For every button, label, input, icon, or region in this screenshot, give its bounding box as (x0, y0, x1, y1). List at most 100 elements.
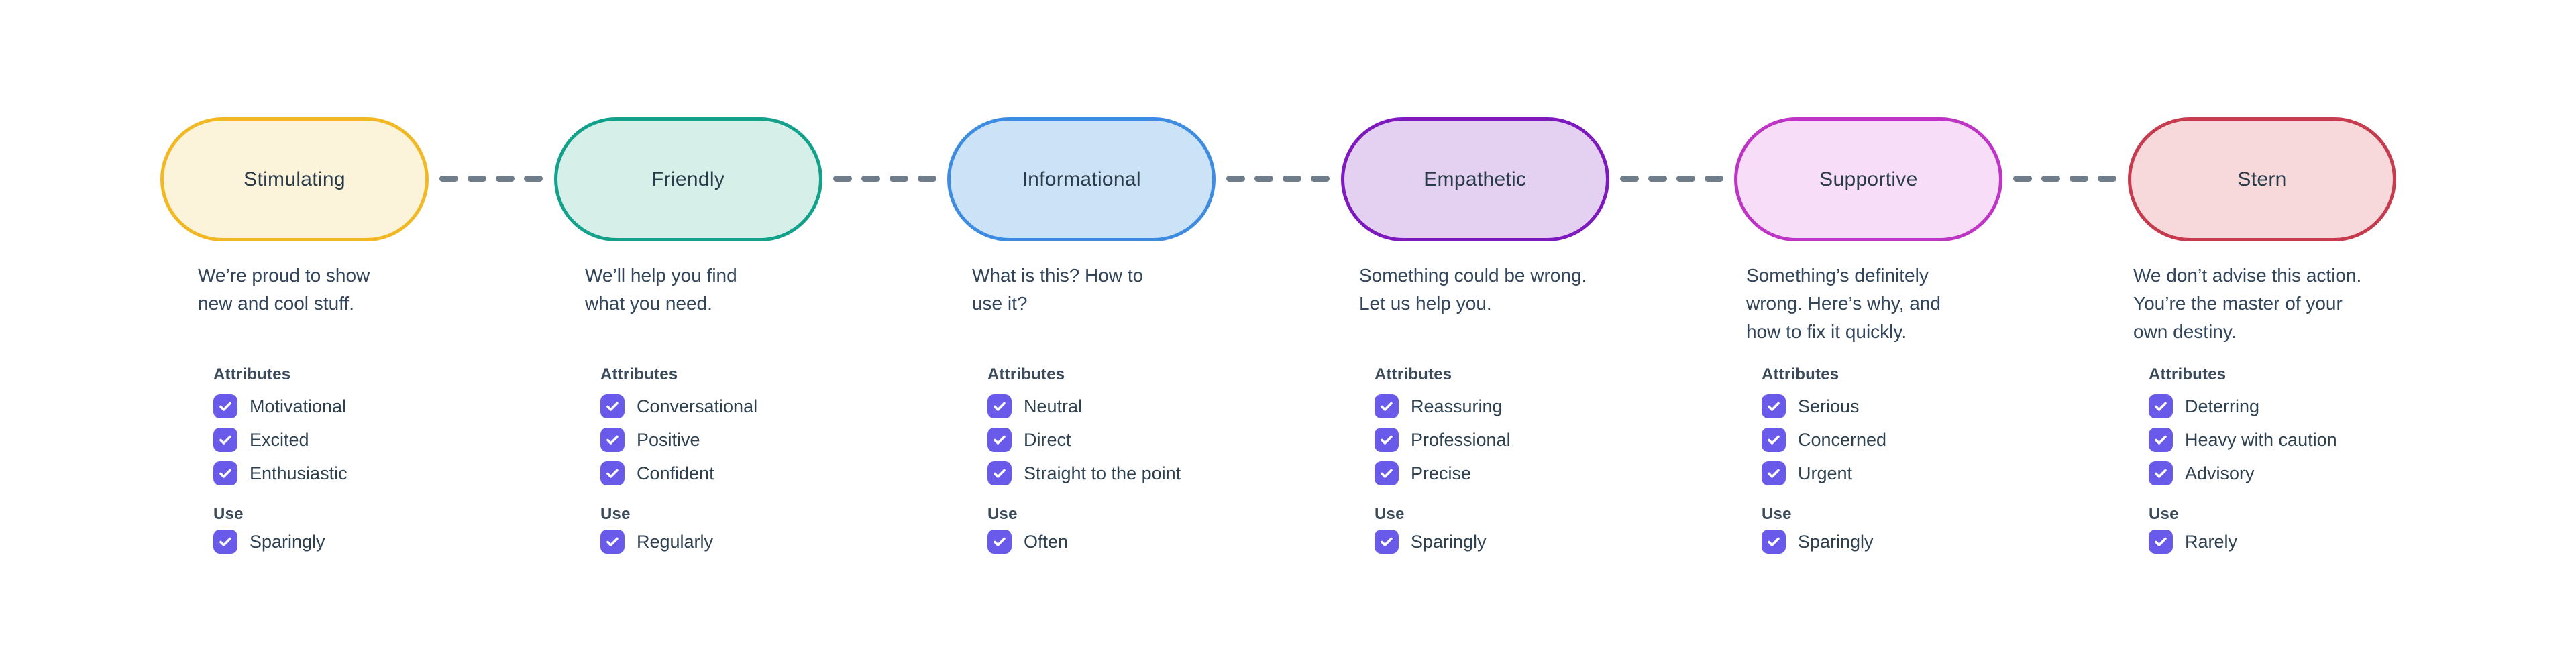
use-heading: Use (600, 505, 631, 523)
checkmark-icon (219, 469, 231, 478)
checkmark-icon (994, 435, 1006, 445)
checkmark-icon (2155, 435, 2167, 445)
attribute-label: Neutral (1023, 396, 1083, 416)
attribute-checkbox[interactable] (600, 394, 625, 418)
checkmark-icon (1768, 402, 1780, 411)
attribute-checkbox[interactable] (600, 428, 625, 452)
use-label: Regularly (636, 531, 714, 552)
tone-pill: Friendly (553, 117, 822, 241)
use-heading: Use (2149, 505, 2179, 523)
checkmark-icon (1768, 537, 1780, 546)
use-checkbox[interactable] (213, 530, 237, 554)
connector-dash (496, 176, 515, 182)
use-row: Sparingly (213, 530, 325, 554)
checkmark-icon (219, 537, 231, 546)
attribute-checkbox[interactable] (1761, 428, 1786, 452)
attribute-checkbox[interactable] (213, 394, 237, 418)
attributes-heading: Attributes (1761, 365, 1839, 384)
attribute-checkbox[interactable] (2149, 428, 2173, 452)
use-label: Sparingly (1410, 531, 1487, 552)
checkmark-icon (219, 435, 231, 445)
attribute-checkbox[interactable] (987, 461, 1012, 485)
use-checkbox[interactable] (1374, 530, 1399, 554)
tone-connector (833, 176, 936, 182)
tone-pill-label: Informational (1022, 168, 1141, 190)
attributes-heading: Attributes (2149, 365, 2226, 384)
attribute-row: Motivational (213, 394, 347, 418)
use-checkbox[interactable] (2149, 530, 2173, 554)
attribute-checkbox[interactable] (1374, 461, 1399, 485)
checkmark-icon (2155, 402, 2167, 411)
connector-dash (833, 176, 852, 182)
attribute-checkbox[interactable] (213, 461, 237, 485)
attribute-checkbox[interactable] (1761, 461, 1786, 485)
tone-column: Empathetic Something could be wrong. Let… (1340, 0, 1623, 649)
attributes-section: Attributes Reassuring Professional (1374, 365, 1511, 485)
checkmark-icon (606, 435, 619, 445)
tone-pill: Informational (947, 117, 1216, 241)
use-checkbox[interactable] (1761, 530, 1786, 554)
use-section: Use Rarely (2149, 505, 2237, 554)
use-section: Use Sparingly (1374, 505, 1487, 554)
attribute-label: Concerned (1797, 429, 1887, 450)
attribute-label: Reassuring (1410, 396, 1503, 416)
connector-dash (524, 176, 543, 182)
attributes-section: Attributes Neutral Direct (987, 365, 1181, 485)
checkmark-icon (606, 402, 619, 411)
attribute-row: Positive (600, 428, 757, 452)
attribute-row: Direct (987, 428, 1181, 452)
checkmark-icon (1381, 435, 1393, 445)
checkmark-icon (219, 402, 231, 411)
checkmark-icon (606, 469, 619, 478)
attribute-checkbox[interactable] (987, 394, 1012, 418)
tone-column: Friendly We’ll help you find what you ne… (553, 0, 836, 649)
attribute-row: Deterring (2149, 394, 2337, 418)
attribute-checkbox[interactable] (1374, 394, 1399, 418)
checkmark-icon (1381, 469, 1393, 478)
use-checkbox[interactable] (600, 530, 625, 554)
tone-description: What is this? How to use it? (971, 265, 1144, 314)
tone-description: Something could be wrong. Let us help yo… (1358, 265, 1587, 314)
connector-dash (1254, 176, 1274, 182)
attributes-section: Attributes Serious Concerned (1761, 365, 1887, 485)
attribute-row: Reassuring (1374, 394, 1511, 418)
tone-connector (1226, 176, 1330, 182)
attribute-row: Excited (213, 428, 347, 452)
attribute-checkbox[interactable] (600, 461, 625, 485)
attribute-checkbox[interactable] (1761, 394, 1786, 418)
attribute-row: Enthusiastic (213, 461, 347, 485)
attributes-section: Attributes Deterring Heavy with caution (2149, 365, 2337, 485)
attribute-checkbox[interactable] (987, 428, 1012, 452)
attributes-heading: Attributes (1374, 365, 1452, 384)
tone-pill-label: Empathetic (1424, 168, 1527, 190)
attribute-row: Professional (1374, 428, 1511, 452)
attribute-checkbox[interactable] (2149, 461, 2173, 485)
use-section: Use Sparingly (1761, 505, 1874, 554)
attribute-label: Conversational (636, 396, 758, 416)
attribute-checkbox[interactable] (2149, 394, 2173, 418)
connector-dash (861, 176, 880, 182)
attribute-row: Urgent (1761, 461, 1886, 485)
tone-pill: Stimulating (160, 117, 429, 241)
connector-dash (2098, 176, 2117, 182)
use-row: Rarely (2149, 530, 2237, 554)
connector-dash (1226, 176, 1246, 182)
tone-pill-label: Stern (2237, 168, 2287, 190)
tone-pill: Empathetic (1340, 117, 1609, 241)
checkmark-icon (1768, 435, 1780, 445)
attribute-checkbox[interactable] (1374, 428, 1399, 452)
use-checkbox[interactable] (987, 530, 1012, 554)
attribute-checkbox[interactable] (213, 428, 237, 452)
use-heading: Use (213, 505, 244, 523)
tone-connector (1619, 176, 1723, 182)
use-section: Use Often (987, 505, 1068, 554)
attribute-row: Confident (600, 461, 757, 485)
attribute-row: Heavy with caution (2149, 428, 2337, 452)
connector-dash (1311, 176, 1330, 182)
use-label: Often (1023, 531, 1069, 552)
checkmark-icon (2155, 469, 2167, 478)
attribute-label: Professional (1410, 429, 1511, 450)
attribute-row: Straight to the point (987, 461, 1181, 485)
connector-dash (2041, 176, 2061, 182)
tone-description: Something’s definitely wrong. Here’s why… (1746, 265, 1941, 342)
